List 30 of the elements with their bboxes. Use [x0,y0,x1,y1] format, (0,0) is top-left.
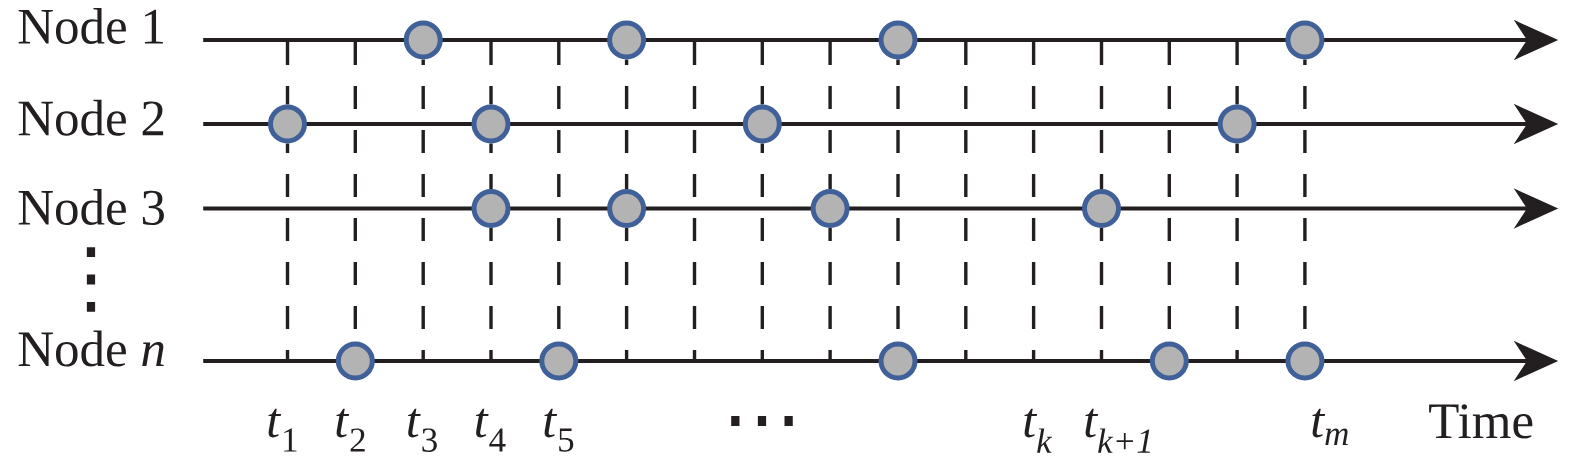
row-label: Node 3 [18,189,164,225]
event-circle [1285,341,1325,381]
event-circle [539,341,579,381]
event-circle [268,104,307,144]
time-label: t$_{k+1}$ [1085,408,1150,453]
event-circle [1217,104,1257,144]
axis-title: Time [1429,404,1533,439]
event-circle [335,341,375,381]
event-circle [471,104,511,144]
event-circle [403,20,443,60]
time-label: t$_{m}$ [1312,408,1348,445]
time-label: t$_{3}$ [408,408,437,452]
time-label: t$_{1}$ [268,408,297,452]
time-label: t$_{k}$ [1024,408,1053,453]
ellipsis: ⋯ [731,416,793,426]
time-label: t$_{4}$ [475,408,506,452]
event-circle [1149,341,1189,381]
event-circle [471,189,511,228]
row-label: Node 1 [18,8,163,44]
row-label: Node n [18,330,164,367]
event-circle [607,189,647,228]
event-circle [810,189,850,228]
vertical-ellipsis: ⋮ [86,247,96,312]
row-label: Node 2 [18,99,164,136]
event-circle [878,341,918,381]
event-circle [1285,20,1325,60]
event-circle [1082,189,1121,228]
event-circle [742,104,782,144]
event-circle [878,20,918,60]
event-circle [607,20,647,60]
